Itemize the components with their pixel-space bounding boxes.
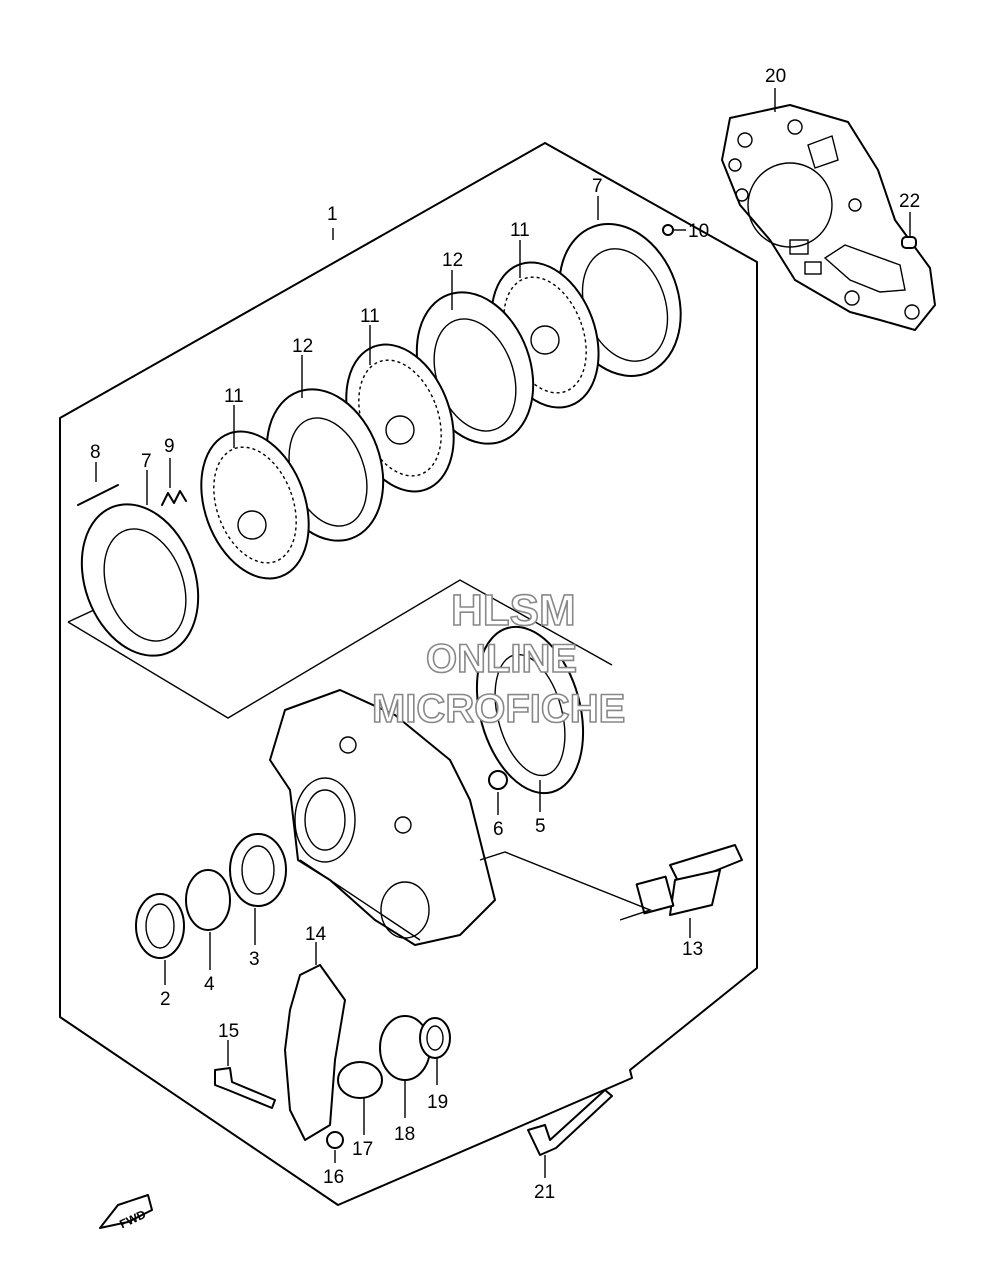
assembly-outline <box>59 142 758 1206</box>
ring-part-5 <box>475 625 585 795</box>
clutch-pack-outline <box>67 579 613 719</box>
callout-10: 10 <box>688 221 709 242</box>
watermark-line-3: MICROFICHE <box>372 687 625 731</box>
cam-part-17 <box>337 1061 383 1099</box>
callout-2: 2 <box>160 989 171 1010</box>
bolt-part-15 <box>214 1067 276 1109</box>
ball-part-6 <box>488 770 508 790</box>
pump-housing <box>269 689 496 946</box>
ball-part <box>662 224 674 236</box>
gasket-part <box>721 104 936 331</box>
callout-12b: 12 <box>292 336 313 357</box>
callout-7b: 7 <box>141 451 152 472</box>
callout-6: 6 <box>493 819 504 840</box>
bolt-part-21 <box>527 1089 613 1156</box>
fwd-arrow-icon <box>99 1194 153 1229</box>
callout-9: 9 <box>164 436 175 457</box>
shaft-part-13 <box>635 844 743 916</box>
seal-part-2 <box>135 893 185 959</box>
callout-12a: 12 <box>442 250 463 271</box>
spring-9 <box>161 490 187 506</box>
callout-11b: 11 <box>360 306 380 327</box>
callout-18: 18 <box>394 1124 415 1145</box>
watermark-line-2: ONLINE <box>426 637 577 681</box>
callout-3: 3 <box>249 949 260 970</box>
callout-17: 17 <box>352 1139 373 1160</box>
watermark-line-1: HLSM <box>451 586 576 635</box>
watermark: HLSM ONLINE MICROFICHE <box>371 585 626 732</box>
callout-21: 21 <box>534 1182 555 1203</box>
callout-19: 19 <box>427 1092 448 1113</box>
callout-11a: 11 <box>510 220 530 241</box>
callout-11c: 11 <box>224 386 244 407</box>
callout-20: 20 <box>765 66 786 87</box>
seal-part-19 <box>419 1017 451 1059</box>
nut-part-16 <box>326 1131 344 1149</box>
callout-8: 8 <box>90 442 101 463</box>
circlip-part-4 <box>185 869 231 931</box>
callout-4: 4 <box>204 974 215 995</box>
clutch-plates <box>80 223 682 657</box>
pin-part <box>901 236 917 249</box>
plate-part-14 <box>284 964 346 1141</box>
callout-labels: 1 2 3 4 5 6 7 7 8 9 10 11 11 11 12 12 13… <box>90 66 920 1203</box>
callout-22: 22 <box>899 191 920 212</box>
callout-7a: 7 <box>592 176 603 197</box>
callout-16: 16 <box>323 1167 344 1188</box>
callout-13: 13 <box>682 939 703 960</box>
bearing-part-3 <box>229 833 287 907</box>
callout-5: 5 <box>535 816 546 837</box>
callout-14: 14 <box>305 924 327 945</box>
callout-15: 15 <box>218 1021 239 1042</box>
pin-8 <box>77 484 119 506</box>
callout-1: 1 <box>327 204 338 225</box>
